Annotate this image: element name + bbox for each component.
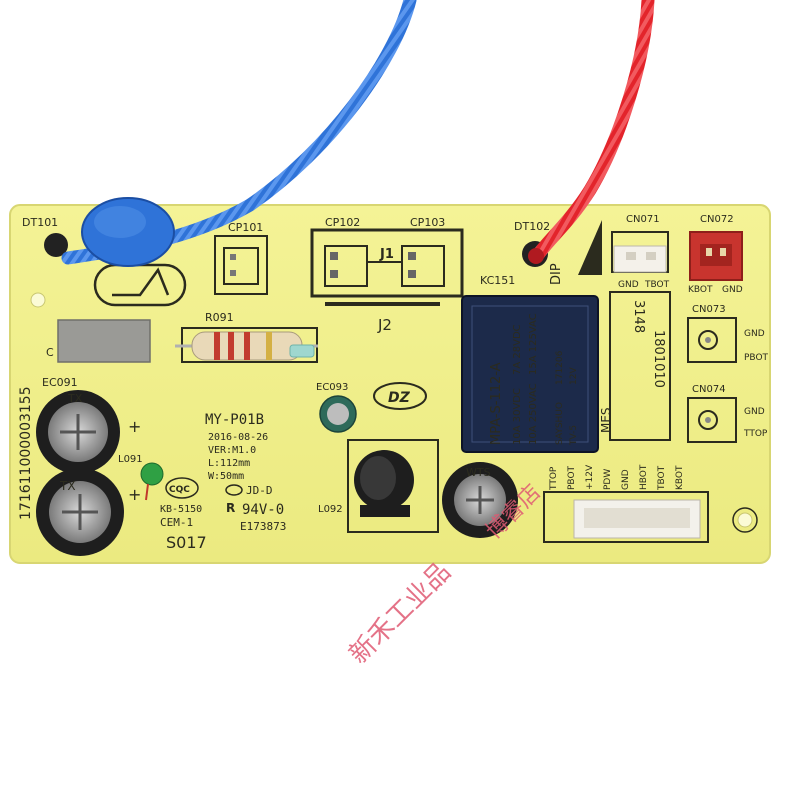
label-cp101: CP101 (228, 221, 263, 234)
label-dz: DZ (388, 390, 411, 406)
label-l091: L091 (118, 454, 143, 465)
relay-batch: 171206 (555, 350, 565, 385)
red-wire (528, 0, 655, 264)
pin-label-4: PDW (603, 469, 613, 490)
label-cn073: CN073 (692, 304, 726, 315)
relay-line-4: 15A 125VAC (528, 313, 539, 375)
label-cp103: CP103 (410, 216, 445, 229)
label-mes: MES (599, 407, 613, 433)
model-info: MY-P01B 2016-08-26 VER:M1.0 L:112mm W:50… (205, 412, 286, 533)
cn072-pin-2: GND (722, 285, 743, 295)
label-r091: R091 (205, 311, 234, 324)
capacitor-ec093: EC093 (316, 382, 357, 433)
label-rating: 94V-0 (242, 502, 284, 518)
relay-coil: 12V (569, 367, 579, 385)
marker-letter: C (46, 346, 54, 359)
label-j1: J1 (379, 247, 394, 262)
watermark-main: 新禾工业品 (344, 557, 457, 670)
dz-logo: DZ (373, 382, 427, 410)
inductor-l092: L092 (318, 439, 439, 533)
cn071-pin-2: TBOT (644, 280, 670, 290)
capacitor-ec091: EC091 TX TX + + (36, 376, 141, 556)
stamp-s017: S017 (166, 533, 207, 552)
label-kb: KB-5150 (160, 504, 202, 515)
connector-cn071: CN071 GND TBOT (611, 214, 670, 290)
label-dt101: DT101 (22, 216, 58, 229)
label-cn072: CN072 (700, 214, 734, 225)
relay-brand: SAYSHUO (555, 402, 565, 445)
pin-label-8: KBOT (675, 465, 685, 490)
pin-label-6: HBOT (639, 464, 649, 490)
mount-hole-left (30, 292, 46, 308)
jumper-block-j1: CP102 CP103 J1 J2 (310, 216, 464, 334)
model-name: MY-P01B (205, 412, 264, 428)
cn071-pin-1: GND (618, 280, 639, 290)
header-connector (543, 491, 709, 543)
cap-large-brand: WTS (466, 466, 491, 479)
relay: MPA-S-112-A 10A 30VDC 7A 28VDC 10A 250VA… (461, 295, 599, 453)
model-ver: VER:M1.0 (208, 445, 256, 456)
label-dip: DIP (549, 263, 564, 285)
connector-cn074: CN074 GND TTOP (687, 384, 768, 443)
serial-number: 171611000003155 (18, 386, 34, 520)
label-jdd: JD-D (246, 484, 273, 497)
ec091-top-brand: TX (67, 392, 83, 405)
cn073-pin-2: PBOT (744, 353, 769, 363)
label-j2: J2 (377, 316, 392, 334)
model-width: W:50mm (208, 471, 244, 482)
handwritten-1: 3148 (631, 300, 646, 333)
pin-label-5: GND (621, 469, 631, 490)
label-cert: E173873 (240, 520, 286, 533)
led-l091: L091 (118, 454, 164, 501)
mes-box: MES 3148 1801010 (599, 291, 671, 441)
label-dt102: DT102 (514, 220, 550, 233)
label-ec093: EC093 (316, 382, 348, 393)
relay-line-1: 10A 30VDC (512, 388, 523, 445)
relay-code: TV-5 (569, 425, 579, 446)
label-cem: CEM-1 (160, 516, 193, 529)
cn072-pin-1: KBOT (688, 285, 713, 295)
resistor-r091: R091 (175, 311, 318, 363)
cn074-pin-2: TTOP (743, 429, 768, 439)
connector-cp101: CP101 (214, 221, 268, 295)
grey-capacitor (57, 319, 151, 363)
cn074-pin-1: GND (744, 407, 765, 417)
plus-1: + (128, 417, 141, 436)
model-length: L:112mm (208, 458, 250, 469)
label-l092: L092 (318, 504, 343, 515)
pin-label-3: +12V (585, 464, 595, 490)
header-pin-labels: TTOP PBOT +12V PDW GND HBOT TBOT KBOT (549, 464, 685, 491)
pin-label-7: TBOT (657, 465, 667, 491)
pin-label-2: PBOT (567, 465, 577, 490)
label-kc151: KC151 (480, 274, 515, 287)
label-ec091: EC091 (42, 376, 78, 389)
label-cqc: CQC (169, 485, 190, 495)
teal-sleeve (289, 344, 315, 358)
handwritten-2: 1801010 (651, 330, 666, 388)
dip-marker: DIP (549, 220, 602, 285)
pin-label-1: TTOP (549, 466, 559, 491)
label-cn074: CN074 (692, 384, 726, 395)
relay-line-3: 7A 28VDC (512, 324, 523, 375)
connector-cn073: CN073 GND PBOT (687, 304, 769, 363)
relay-line-2: 10A 250VAC (528, 383, 539, 445)
mount-hole-right (737, 512, 753, 528)
ec091-bottom-brand: TX (59, 479, 76, 493)
label-cn071: CN071 (626, 214, 660, 225)
relay-model: MPA-S-112-A (489, 362, 504, 445)
connector-cn072: CN072 KBOT GND (688, 214, 743, 295)
capacitor-large: WTS (442, 462, 518, 538)
ul-mark: R (226, 501, 235, 515)
cn073-pin-1: GND (744, 329, 765, 339)
plus-2: + (128, 485, 141, 504)
model-date: 2016-08-26 (208, 432, 268, 443)
cqc-mark (165, 477, 199, 499)
label-cp102: CP102 (325, 216, 360, 229)
blue-wire (61, 0, 417, 267)
